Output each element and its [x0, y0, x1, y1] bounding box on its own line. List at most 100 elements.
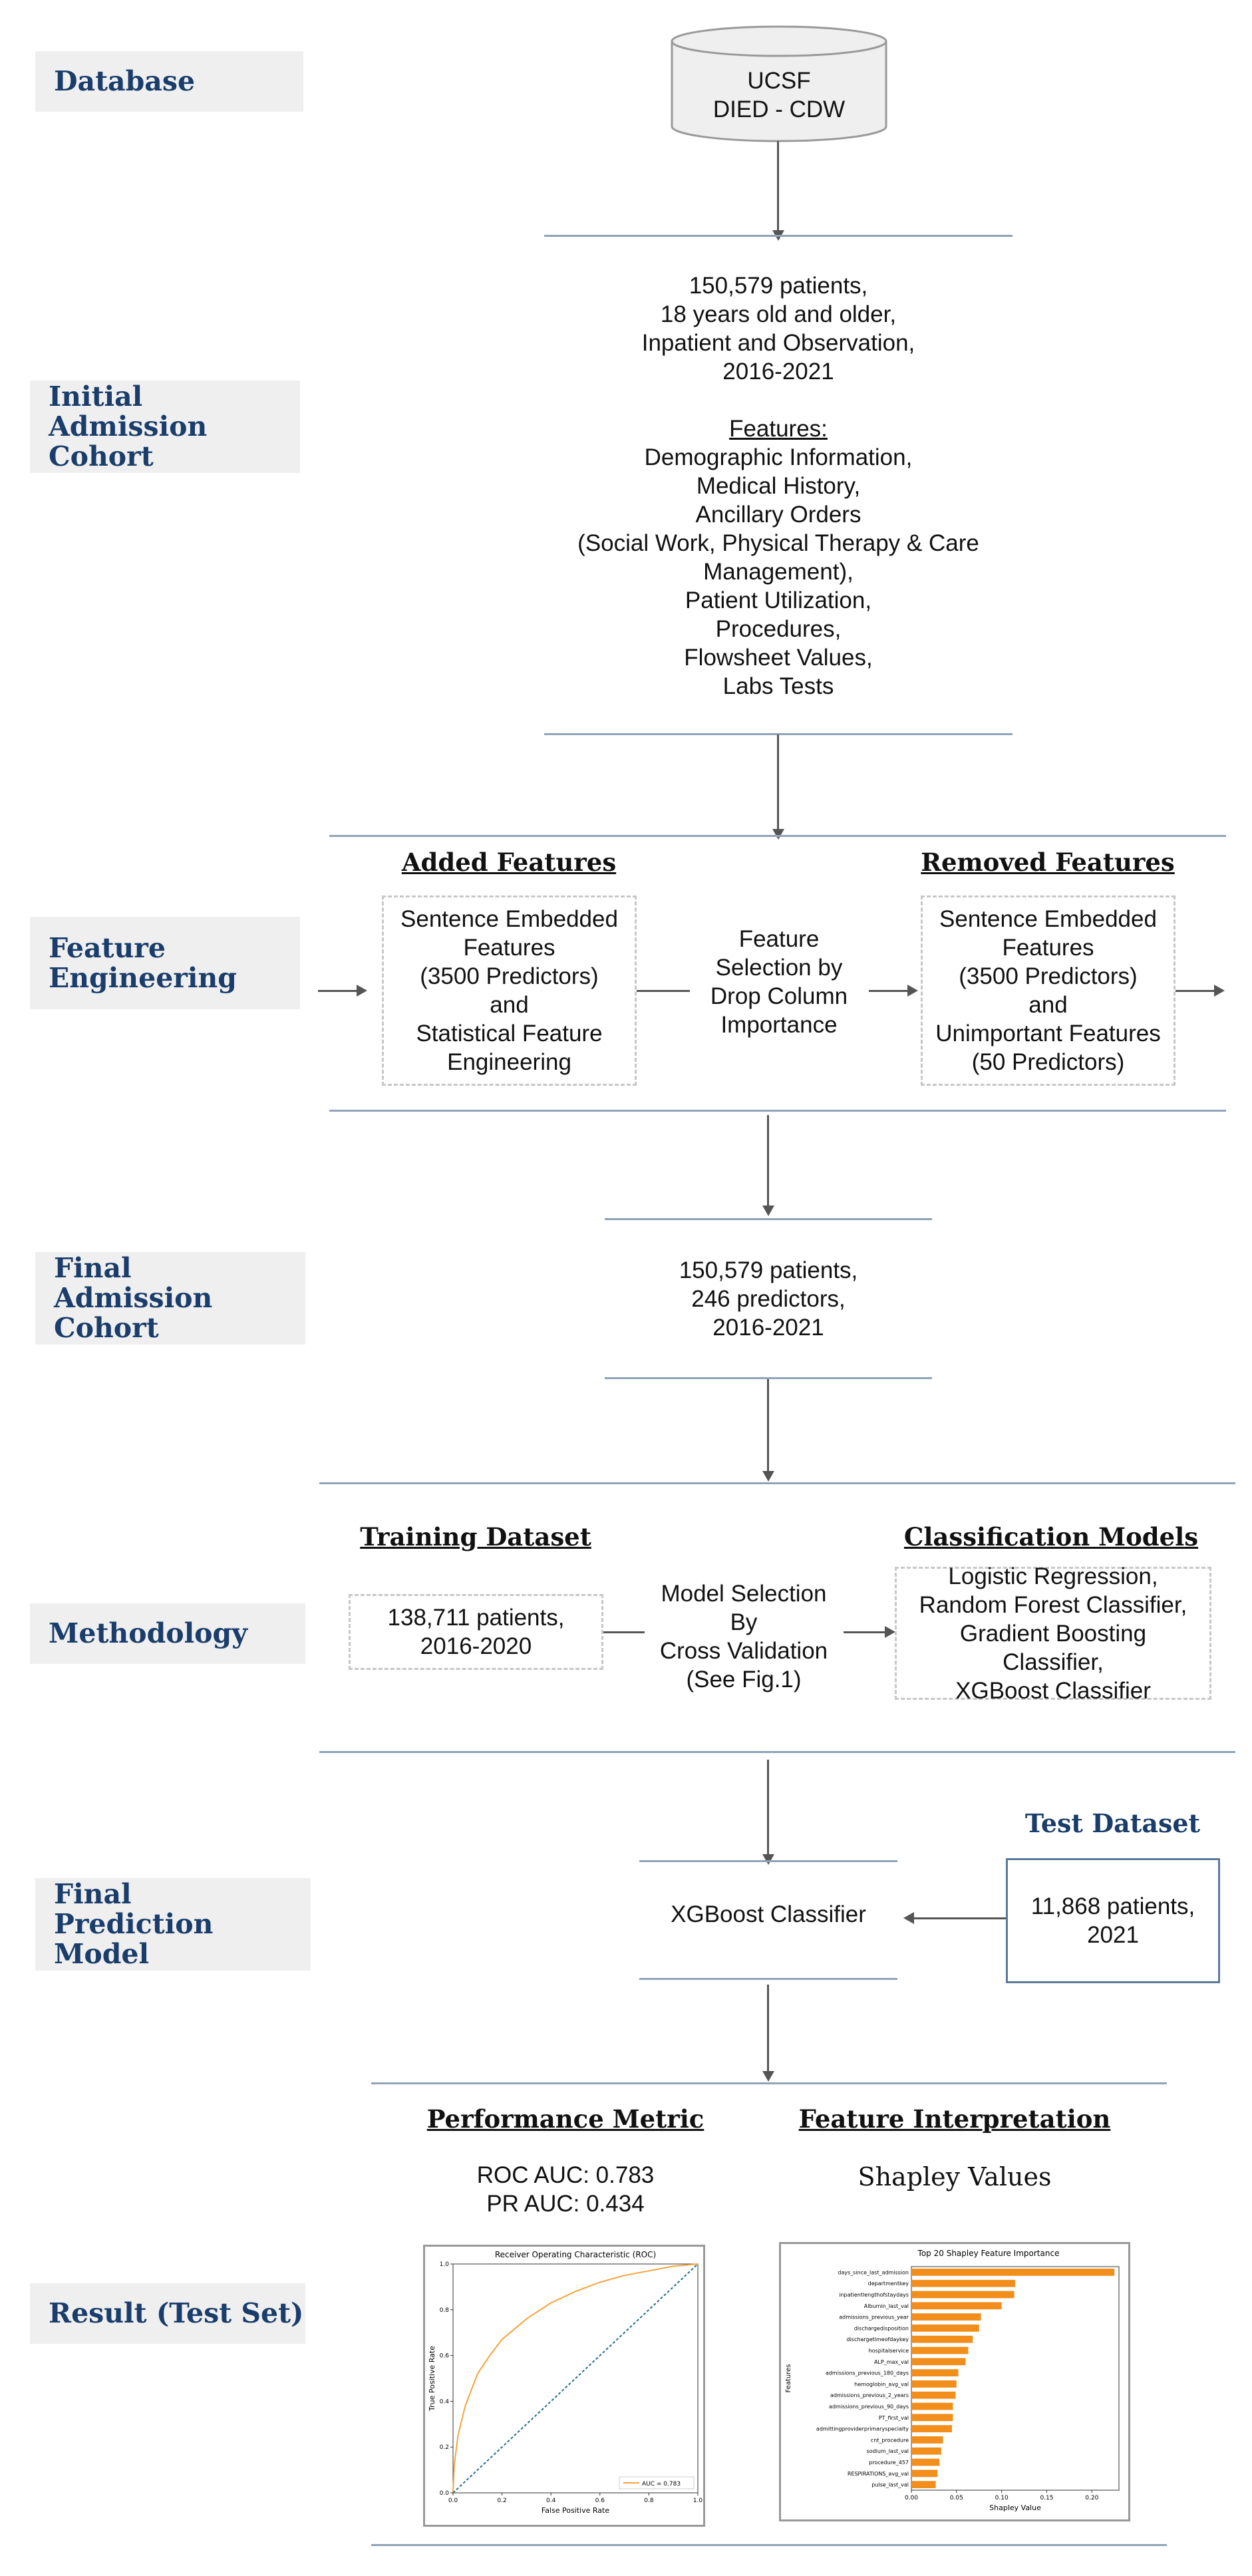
bar [911, 2391, 956, 2399]
arrow-head [1214, 985, 1225, 997]
category-label: pulse_last_val [871, 2482, 909, 2488]
selection-line: By [730, 1609, 758, 1635]
test-dataset-heading: Test Dataset [1024, 1808, 1201, 1838]
box-line: 2021 [1087, 1922, 1139, 1948]
test-dataset-box: 11,868 patients, 2021 [1006, 1858, 1220, 1983]
model-selection-text: Model Selection By Cross Validation (See… [637, 1579, 850, 1694]
category-label: Albumin_last_val [864, 2303, 909, 2309]
cohort-line: 2016-2021 [722, 359, 834, 385]
box-line: and [1028, 992, 1068, 1018]
stage-label-line: Engineering [49, 961, 237, 994]
selection-line: (See Fig.1) [686, 1667, 802, 1692]
plot-area [452, 2263, 699, 2494]
connector-line [777, 141, 779, 233]
x-tick-label: 0.05 [950, 2495, 963, 2501]
feature-selection-text: Feature Selection by Drop Column Importa… [685, 925, 873, 1039]
box-line: Engineering [447, 1049, 571, 1075]
stage-label-line: Feature [49, 931, 166, 964]
feature-item: Medical History, [696, 473, 861, 499]
final-cohort-text: 150,579 patients, 246 predictors, 2016-2… [605, 1256, 931, 1342]
bar [911, 2269, 1115, 2276]
x-tick-label: 0.8 [644, 2497, 654, 2504]
feature-item: Patient Utilization, [685, 587, 872, 613]
classification-models-heading: Classification Models [903, 1522, 1199, 1551]
feature-item: Management), [703, 559, 854, 585]
bar [911, 2436, 943, 2444]
stage-label-initial-cohort: Initial Admission Cohort [30, 381, 300, 473]
arrow-head [762, 1206, 774, 1216]
added-features-box: Sentence Embedded Features (3500 Predict… [382, 895, 637, 1086]
section-divider [544, 733, 1013, 735]
legend-box [619, 2476, 695, 2490]
box-line: XGBoost Classifier [955, 1677, 1151, 1704]
category-label: admissions_previous_year [839, 2315, 909, 2321]
stage-label-text: Result (Test Set) [49, 2297, 304, 2329]
box-line: Sentence Embedded [400, 906, 618, 932]
stage-label-line: Final [54, 1878, 132, 1910]
features-heading: Features: [729, 416, 828, 442]
bar [911, 2291, 1015, 2299]
database-label: UCSF DIED - CDW [669, 67, 889, 124]
roc-chart-frame: Receiver Operating Characteristic (ROC) 0… [423, 2245, 705, 2527]
box-line: Random Forest Classifier, [919, 1591, 1187, 1618]
x-tick-label: 0.10 [995, 2495, 1009, 2501]
box-line: 2016-2020 [420, 1633, 532, 1659]
box-line: Statistical Feature [416, 1021, 603, 1046]
feature-item: Ancillary Orders [695, 502, 861, 528]
chart-title: Receiver Operating Characteristic (ROC) [495, 2250, 656, 2259]
box-line: Sentence Embedded [939, 906, 1157, 932]
section-divider [329, 835, 1226, 837]
feature-item: (Social Work, Physical Therapy & Care [577, 530, 979, 556]
category-label: ALP_max_val [874, 2359, 909, 2365]
y-tick-label: 0.4 [440, 2398, 450, 2405]
section-divider [605, 1377, 932, 1379]
section-divider [329, 1110, 1226, 1112]
stage-label-line: Prediction Model [54, 1908, 214, 1970]
section-divider [371, 2082, 1167, 2084]
arrow-head [903, 1912, 914, 1924]
x-tick-label: 1.0 [693, 2497, 703, 2504]
bar [911, 2414, 953, 2422]
box-line: Features [1002, 935, 1094, 961]
training-dataset-heading: Training Dataset [360, 1522, 591, 1551]
connector-line [767, 1115, 769, 1208]
removed-features-heading: Removed Features [921, 848, 1175, 877]
section-divider [639, 1978, 897, 1980]
y-tick-label: 0.8 [440, 2307, 450, 2314]
x-tick-label: 0.6 [595, 2497, 605, 2504]
box-line: (3500 Predictors) [420, 963, 599, 989]
arrow-head [762, 1471, 774, 1482]
box-line: 11,868 patients, [1030, 1893, 1195, 1919]
connector-line [767, 1379, 769, 1474]
feature-interpretation-heading: Feature Interpretation [798, 2104, 1111, 2134]
removed-features-box: Sentence Embedded Features (3500 Predict… [921, 895, 1175, 1086]
bar [911, 2335, 973, 2343]
selection-line: Model Selection [661, 1581, 827, 1607]
roc-chart: Receiver Operating Characteristic (ROC) 0… [428, 2250, 703, 2515]
x-tick-label: 0.0 [448, 2497, 458, 2504]
bar [911, 2325, 979, 2332]
connector-line [767, 1760, 769, 1857]
category-label: days_since_last_admission [838, 2269, 909, 2275]
bar [911, 2481, 936, 2488]
category-label: admissions_previous_2_years [830, 2392, 909, 2398]
connector-line [767, 1985, 769, 2074]
category-label: RESPIRATIONS_avg_val [848, 2471, 909, 2477]
feature-item: Flowsheet Values, [684, 645, 873, 671]
section-divider [544, 235, 1013, 237]
stage-label-methodology: Methodology [30, 1603, 305, 1664]
bar [911, 2279, 1015, 2287]
x-tick-label: 0.20 [1085, 2495, 1098, 2501]
category-label: dischargedisposition [854, 2325, 909, 2331]
box-line: Unimportant Features [935, 1021, 1161, 1046]
bar [911, 2425, 952, 2432]
section-divider [639, 1860, 897, 1862]
stage-label-line: Admission Cohort [49, 410, 208, 472]
database-line: UCSF [747, 68, 811, 94]
box-line: Features [463, 935, 555, 961]
box-line: 138,711 patients, [387, 1605, 565, 1631]
category-label: departmentkey [868, 2281, 909, 2287]
category-label: hospitalservice [869, 2348, 909, 2354]
category-label: admittingproviderprimaryspecialty [816, 2426, 909, 2432]
selection-line: Cross Validation [659, 1638, 828, 1664]
